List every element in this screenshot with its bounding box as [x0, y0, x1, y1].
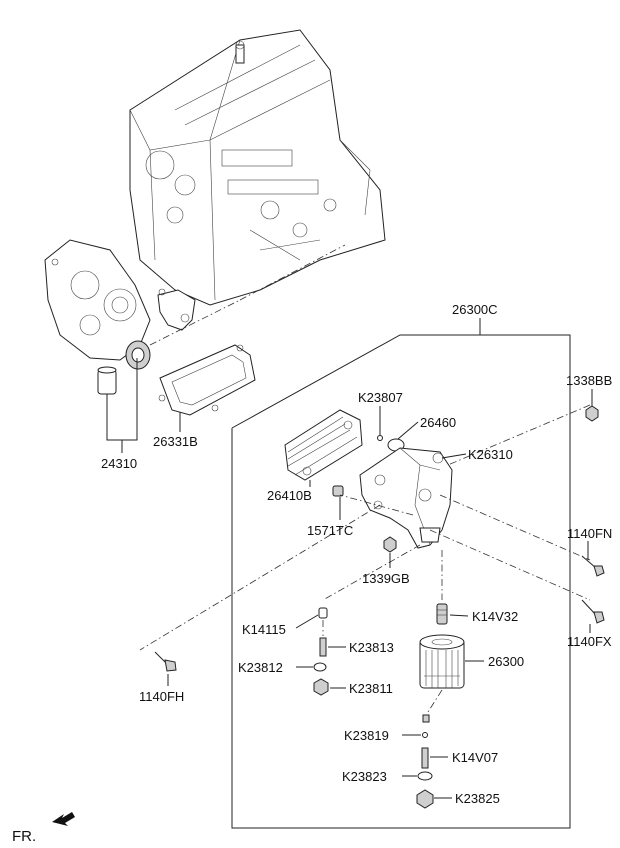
label-K14115: K14115 [242, 622, 286, 637]
label-K14V07: K14V07 [452, 750, 498, 765]
direction-label: FR. [12, 828, 36, 845]
label-1338BB: 1338BB [566, 373, 612, 388]
washer-K23812 [313, 662, 327, 672]
bolt-1140FX [581, 599, 605, 624]
oil-pump-gear [125, 340, 151, 370]
leader-K26310 [441, 453, 467, 459]
label-K14V32: K14V32 [472, 609, 518, 624]
fitting-K14V32 [436, 603, 448, 625]
bolt-1339GB [383, 536, 397, 553]
front-cover [44, 239, 151, 361]
washer-K23823 [417, 771, 433, 781]
bolt-1140FH [154, 651, 177, 672]
spring-K14V07 [421, 747, 429, 769]
plug-K23825 [416, 789, 434, 809]
leader-K14115 [295, 614, 319, 629]
spring-K23813 [319, 637, 327, 657]
label-1140FX: 1140FX [567, 634, 612, 649]
label-26331B: 26331B [153, 434, 198, 449]
leader-dash [149, 299, 241, 346]
label-26300C: 26300C [452, 302, 498, 317]
label-26460: 26460 [420, 415, 456, 430]
label-26410B: 26410B [267, 488, 312, 503]
plug-K23811 [313, 678, 329, 696]
leader-dash [322, 544, 421, 601]
leader-dash [439, 494, 591, 561]
leader-dash [139, 504, 381, 651]
label-26300: 26300 [488, 654, 524, 669]
label-K23811: K23811 [349, 681, 393, 696]
bolt-1338BB [585, 405, 599, 422]
sleeve-24310 [97, 366, 117, 395]
assembly-frame [231, 334, 571, 829]
gasket-26331B [158, 344, 256, 416]
label-K26310: K26310 [468, 447, 513, 462]
label-1571TC: 1571TC [307, 523, 353, 538]
label-K23813: K23813 [349, 640, 394, 655]
label-1140FH: 1140FH [139, 689, 184, 704]
engine-block [129, 29, 386, 306]
o-ring-K23807 [377, 435, 383, 441]
part-K23819-top [422, 714, 430, 723]
leader-26460 [397, 421, 419, 440]
ball-K23819 [422, 732, 428, 738]
leader-dash [429, 529, 591, 601]
label-K23807: K23807 [358, 390, 403, 405]
leader-K14V32 [449, 614, 469, 617]
valve-K14115 [318, 607, 328, 619]
label-K23825: K23825 [455, 791, 500, 806]
leader-dash [239, 244, 346, 301]
label-K23812: K23812 [238, 660, 283, 675]
bolt-1140FN [581, 555, 605, 577]
leader-dash [339, 494, 414, 516]
label-24310: 24310 [101, 456, 137, 471]
label-1140FN: 1140FN [567, 526, 612, 541]
leader-dash [427, 689, 443, 713]
filter-housing-K26310 [359, 447, 453, 549]
label-1339GB: 1339GB [362, 571, 410, 586]
label-K23823: K23823 [342, 769, 387, 784]
label-K23819: K23819 [344, 728, 389, 743]
front-arrow-icon [52, 812, 75, 826]
oil-cooler-26410B [284, 409, 363, 481]
leader-dash [447, 404, 591, 466]
cover-bracket [157, 289, 196, 331]
plug-1571TC [332, 485, 344, 497]
oil-filter-26300 [419, 634, 465, 689]
